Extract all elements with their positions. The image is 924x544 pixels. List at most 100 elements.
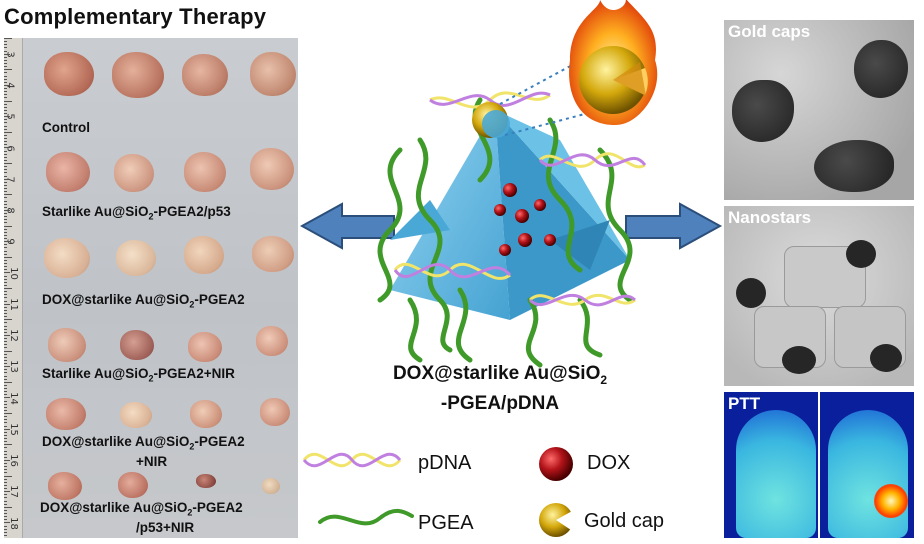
ruler-tick [4, 331, 7, 333]
ruler-tick [4, 103, 7, 105]
ruler-tick [4, 72, 7, 74]
ruler-tick [4, 100, 12, 102]
ruler-tick [4, 275, 7, 277]
ruler-tick [4, 141, 7, 143]
ruler-tick [4, 419, 7, 421]
ptt-title: PTT [728, 394, 761, 413]
ruler-tick [4, 384, 7, 386]
ruler-tick [4, 503, 7, 505]
ruler-tick [4, 488, 7, 489]
ruler-tick [4, 394, 7, 396]
ruler-tick [4, 328, 7, 330]
gold-caps-tem-image: Gold caps [724, 20, 914, 200]
ruler-tick [4, 297, 7, 299]
ruler-tick [4, 422, 7, 424]
ruler-tick [4, 469, 7, 471]
pgea-legend-icon [318, 509, 414, 526]
ruler-tick [4, 206, 7, 208]
ruler-tick [4, 131, 12, 133]
ruler-tick [4, 116, 10, 118]
ruler-tick [4, 325, 7, 327]
pgea-chains [377, 97, 633, 368]
ruler-tick [4, 356, 7, 358]
ruler-tick [4, 125, 7, 127]
ruler-tick [4, 441, 7, 443]
ruler-tick [4, 313, 7, 314]
ruler-tick [4, 147, 10, 149]
ruler-tick [4, 122, 7, 124]
ruler-tick [4, 244, 7, 246]
tumor [120, 330, 154, 360]
pdna-helices [393, 91, 647, 307]
ruler-tick [4, 372, 7, 374]
tumor [112, 52, 164, 98]
ruler-tick [4, 381, 12, 383]
tumor [44, 238, 90, 278]
ruler-tick [4, 403, 7, 405]
group-label-dox-starlike-nir: DOX@starlike Au@SiO2-PGEA2 [42, 434, 245, 452]
ruler-tick [4, 484, 7, 486]
ruler-tick [4, 228, 7, 230]
pdna-legend-label: pDNA [418, 452, 472, 474]
ruler-tick [4, 156, 7, 158]
ruler-tick [4, 353, 7, 355]
ruler-tick [4, 222, 7, 224]
tumor [250, 52, 296, 96]
ruler-tick [4, 144, 7, 146]
tumor [46, 398, 86, 430]
ruler-tick [4, 531, 7, 533]
ruler-tick [4, 213, 7, 214]
gold-cap-legend-icon [539, 503, 578, 537]
ruler-tick [4, 113, 7, 114]
tumor [262, 478, 280, 494]
ruler-tick [4, 375, 7, 377]
ruler-tick [4, 191, 7, 193]
ruler-tick [4, 369, 7, 371]
ruler-tick [4, 44, 7, 46]
ruler-tick [4, 216, 7, 218]
ruler-tick [4, 516, 7, 518]
tumor [252, 236, 294, 272]
ruler-tick [4, 513, 7, 514]
ruler-tick [4, 88, 7, 89]
ruler-tick [4, 447, 7, 449]
flaming-gold-cap [569, 0, 658, 125]
group-label-starlike-p53: Starlike Au@SiO2-PGEA2/p53 [42, 204, 231, 222]
ruler-tick [4, 188, 7, 189]
ruler-tick [4, 472, 7, 474]
pgea-legend-label: PGEA [418, 512, 474, 534]
ruler-tick [4, 234, 7, 236]
gold-cap-legend-label: Gold cap [584, 510, 665, 532]
ruler-tick [4, 294, 7, 296]
ruler-tick [4, 134, 7, 136]
tumor [48, 328, 86, 362]
dox-legend-label: DOX [587, 452, 631, 474]
tumor [190, 400, 222, 428]
ruler-tick [4, 500, 7, 502]
ruler-tick [4, 534, 7, 536]
tumor [114, 154, 154, 192]
ruler-tick [4, 128, 7, 130]
tumor [48, 472, 82, 500]
ruler-tick [4, 281, 7, 283]
ruler-tick [4, 388, 7, 389]
ruler-tick [4, 425, 7, 427]
pdna-legend-icon [302, 452, 402, 468]
ptt-thermal-image: PTT [724, 392, 914, 538]
ruler-tick [4, 266, 7, 268]
ruler-tick [4, 119, 7, 121]
ruler-tick [4, 184, 7, 186]
ruler-tick [4, 194, 12, 196]
tumor [182, 54, 228, 96]
ruler-tick [4, 163, 12, 164]
legend [302, 447, 578, 537]
ruler-tick [4, 519, 7, 521]
tumor [46, 152, 90, 192]
ruler-tick [4, 178, 10, 180]
nanostars-tem-image: Nanostars [724, 206, 914, 386]
ruler-tick [4, 269, 7, 271]
nanoparticle-label: DOX@starlike Au@SiO2 -PGEA/pDNA [392, 363, 608, 414]
ruler-tick [4, 466, 7, 468]
